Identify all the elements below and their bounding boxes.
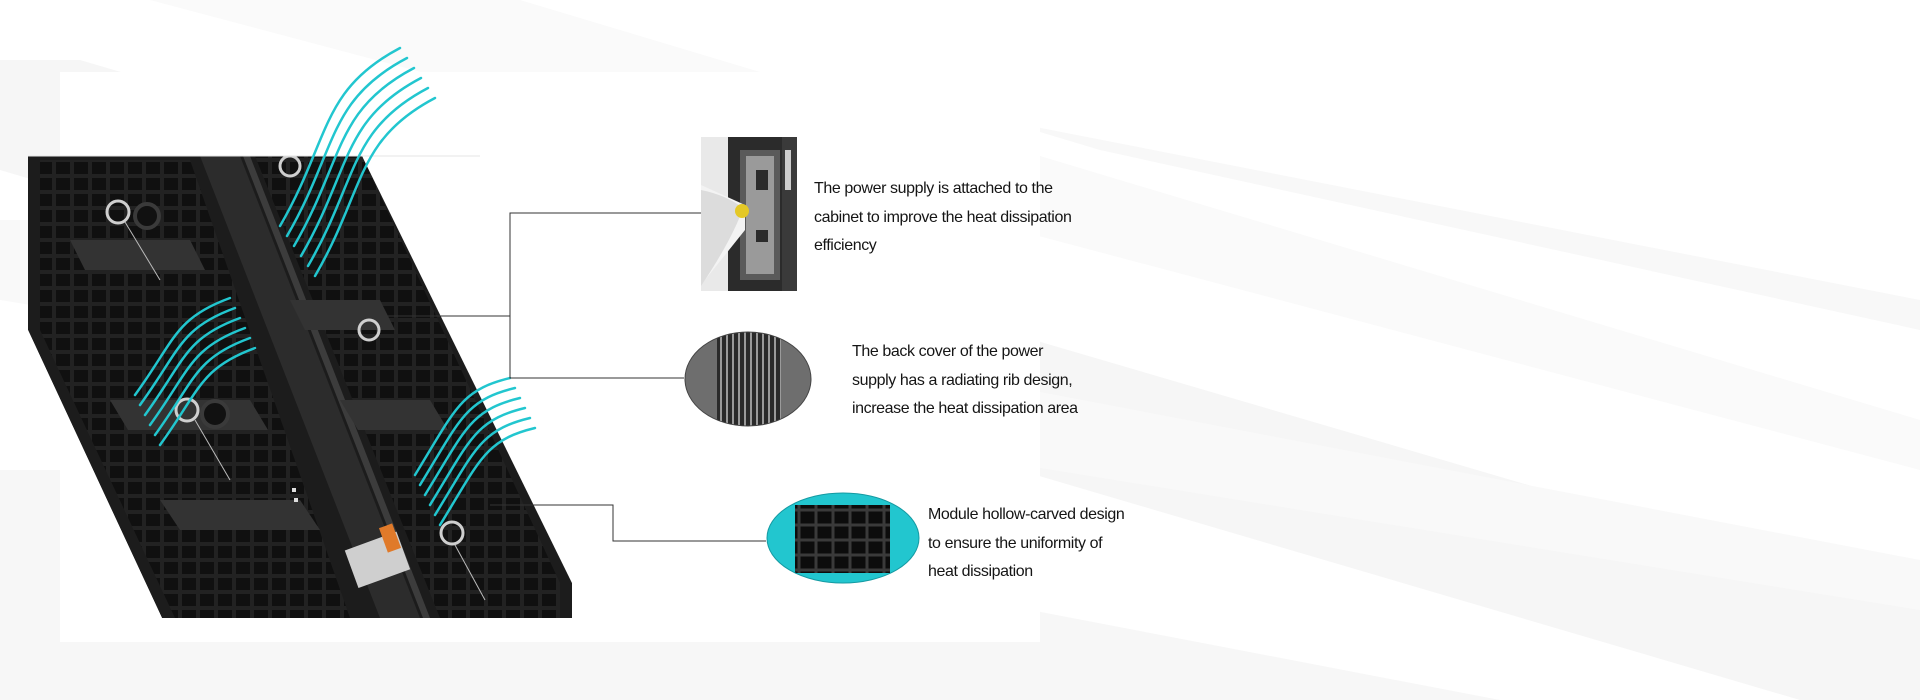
callout-line: The power supply is attached to the	[814, 180, 1053, 197]
cabinet-body	[28, 156, 572, 618]
callout-line: cabinet to improve the heat dissipation	[814, 208, 1072, 226]
heat-wave-lines	[133, 46, 537, 527]
callout-rib-design: The back cover of the power supply has a…	[852, 338, 1078, 424]
heat-wave-right	[413, 376, 537, 527]
callout-line: supply has a radiating rib design,	[852, 371, 1073, 389]
callout-hollow-module: Module hollow-carved design to ensure th…	[928, 501, 1125, 587]
callout-line: efficiency	[814, 237, 877, 254]
hollow-module-grid	[766, 492, 920, 584]
heat-wave-top	[278, 46, 437, 278]
callout-line: heat dissipation	[928, 563, 1033, 580]
callout-power-supply: The power supply is attached to the cabi…	[814, 175, 1072, 261]
leader-lines	[304, 212, 766, 542]
callout-line: increase the heat dissipation area	[852, 400, 1078, 417]
heat-wave-left	[133, 296, 257, 447]
callout-line: The back cover of the power	[852, 343, 1044, 360]
radiating-rib-cover	[684, 331, 812, 427]
callout-line: to ensure the uniformity of	[928, 534, 1103, 552]
callout-line: Module hollow-carved design	[928, 506, 1125, 523]
power-supply-photo	[701, 137, 797, 291]
